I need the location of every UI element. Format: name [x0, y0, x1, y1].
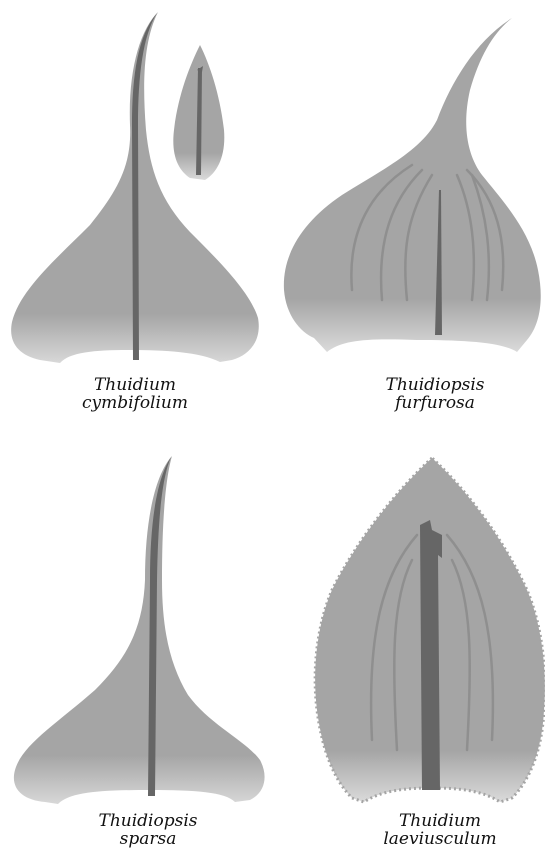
caption-thuidium-laeviusculum: Thuidium laeviusculum	[370, 812, 510, 848]
species-label: laeviusculum	[370, 830, 510, 848]
inset-leaf	[173, 45, 224, 180]
leaf-illustration-thuidiopsis-furfurosa	[272, 0, 545, 370]
leaf-illustration-thuidium-laeviusculum	[272, 440, 545, 810]
figure-panel-thuidiopsis-sparsa	[0, 440, 272, 810]
genus-label: Thuidiopsis	[78, 812, 218, 830]
figure-panel-thuidium-laeviusculum	[272, 440, 545, 810]
leaf-blade	[284, 18, 541, 352]
species-label: cymbifolium	[65, 394, 205, 412]
caption-thuidiopsis-furfurosa: Thuidiopsis furfurosa	[370, 376, 500, 412]
species-label: sparsa	[78, 830, 218, 848]
figure-panel-thuidium-cymbifolium	[0, 0, 272, 370]
leaf-illustration-thuidiopsis-sparsa	[0, 440, 272, 810]
genus-label: Thuidium	[370, 812, 510, 830]
leaf-illustration-thuidium-cymbifolium	[0, 0, 272, 370]
caption-thuidium-cymbifolium: Thuidium cymbifolium	[65, 376, 205, 412]
caption-thuidiopsis-sparsa: Thuidiopsis sparsa	[78, 812, 218, 848]
leaf-blade	[14, 456, 265, 804]
genus-label: Thuidiopsis	[370, 376, 500, 394]
figure-panel-thuidiopsis-furfurosa	[272, 0, 545, 370]
genus-label: Thuidium	[65, 376, 205, 394]
species-label: furfurosa	[370, 394, 500, 412]
